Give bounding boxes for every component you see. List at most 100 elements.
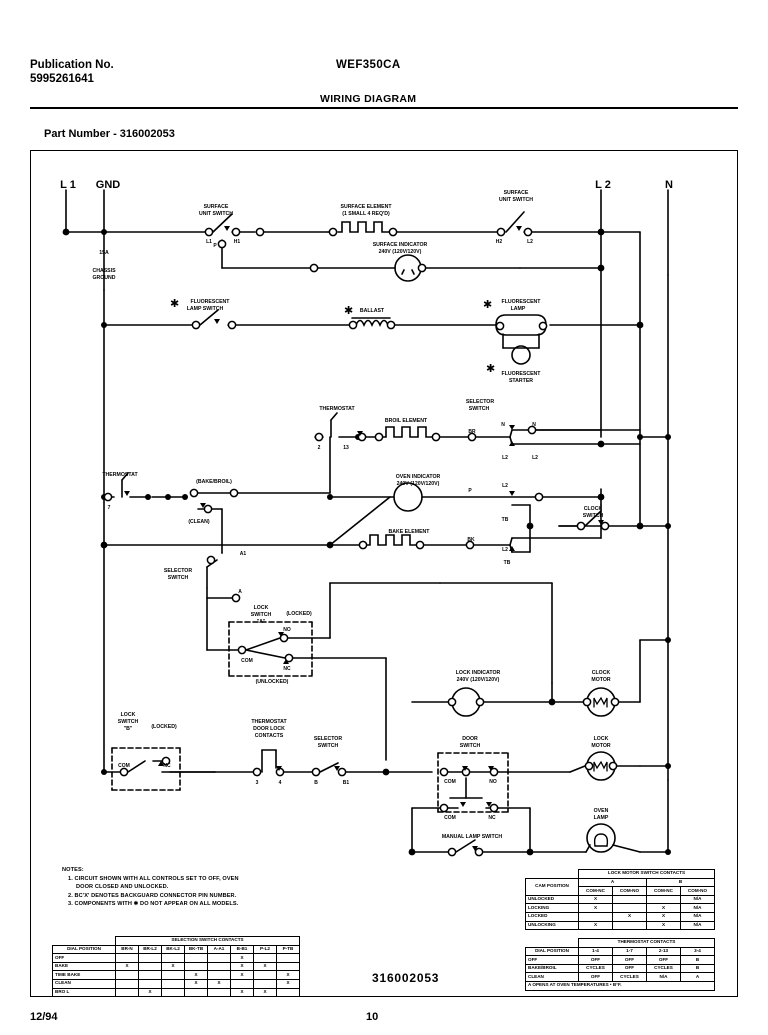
terminal-circles xyxy=(103,227,620,857)
cell: CYCLES xyxy=(612,972,647,982)
row-label: OFF xyxy=(52,953,116,963)
cell: X xyxy=(276,970,300,980)
lock-switch-a-unlocked: (UNLOCKED) xyxy=(256,679,289,685)
lock-switch-a-l3: "A" xyxy=(257,619,266,625)
note-1: 1. CIRCUIT SHOWN WITH ALL CONTROLS SET T… xyxy=(68,875,239,882)
pin-door-no: NO xyxy=(489,779,497,785)
thermostat-lower-label: THERMOSTAT xyxy=(102,472,138,478)
col-bk-tb: BK-TB xyxy=(184,944,208,955)
pin-b: B xyxy=(314,780,318,786)
bake-broil-label: (BAKE/BROIL) xyxy=(196,479,232,485)
table-row: BRO L X X X xyxy=(52,987,300,998)
cell xyxy=(207,970,231,980)
diagram-number: 316002053 xyxy=(372,971,440,985)
cell: OFF xyxy=(646,955,681,965)
svg-text:✱: ✱ xyxy=(483,298,492,311)
fluorescent-starter-l1: FLUORESCENT xyxy=(502,371,542,377)
cell: B xyxy=(680,955,715,965)
row-label: LOCKING xyxy=(525,903,579,913)
pin-4: 4 xyxy=(279,780,282,786)
junction-dots xyxy=(62,228,671,856)
fluorescent-lamp-l2: LAMP xyxy=(511,306,526,312)
thermostat-contacts-table: THERMOSTAT CONTACTS DIAL POSITION 1-4 1-… xyxy=(525,938,715,991)
pin-nc: NC xyxy=(283,666,291,672)
cell: X xyxy=(646,920,681,931)
notes-title: NOTES: xyxy=(62,867,84,873)
row-label: BRO L xyxy=(52,987,116,998)
cell: OFF xyxy=(578,955,613,965)
diagram-frame xyxy=(30,150,738,997)
door-switch-l1: DOOR xyxy=(462,736,478,742)
pin-l2-d: L2 xyxy=(502,547,508,553)
cell xyxy=(138,970,162,980)
cell xyxy=(138,961,162,972)
pin-3: 3 xyxy=(256,780,259,786)
lock-switch-a-locked: (LOCKED) xyxy=(286,611,312,617)
lock-motor-l2: MOTOR xyxy=(591,743,610,749)
cell: X xyxy=(184,970,208,980)
cell xyxy=(276,987,300,998)
lock-indicator-l1: LOCK INDICATOR xyxy=(456,670,501,676)
lock-group-a: A xyxy=(578,877,647,888)
surface-unit-switch-left-l2: UNIT SWITCH xyxy=(199,211,233,217)
table-row: TIME BAKE X X X xyxy=(52,970,300,980)
pin-lockb-nc: NC xyxy=(163,763,171,769)
clock-switch-l2: SWITCH xyxy=(583,513,604,519)
ground-amp: 15A xyxy=(99,250,109,256)
cell xyxy=(253,978,277,989)
cell xyxy=(161,953,185,963)
note-3: 3. COMPONENTS WITH ✱ DO NOT APPEAR ON AL… xyxy=(68,901,239,908)
cell xyxy=(253,970,277,980)
col-1-4: 1-4 xyxy=(578,946,613,957)
surface-element-l1: SURFACE ELEMENT xyxy=(340,204,392,210)
pin-2: 2 xyxy=(318,445,321,451)
col-3-4: 3-4 xyxy=(680,946,715,957)
svg-text:✱: ✱ xyxy=(486,362,495,375)
lock-switch-b-l1: LOCK xyxy=(121,712,136,718)
cell: X xyxy=(230,987,254,998)
table-row: CLEAN X X X xyxy=(52,978,300,989)
manual-lamp-switch-label: MANUAL LAMP SWITCH xyxy=(442,834,503,840)
lock-switch-b-locked: (LOCKED) xyxy=(151,724,177,730)
pin-door-com2: COM xyxy=(444,815,456,821)
cell: X xyxy=(276,978,300,989)
lock-switch-a-l2: SWITCH xyxy=(251,612,272,618)
cell: X xyxy=(578,894,613,905)
cell: X xyxy=(184,978,208,989)
col-1-7: 1-7 xyxy=(612,946,647,957)
cell xyxy=(276,961,300,972)
pin-bk: BK xyxy=(467,537,475,543)
svg-text:✱: ✱ xyxy=(344,304,353,317)
cell: N/A xyxy=(680,903,715,913)
cell: OFF xyxy=(612,955,647,965)
row-label: TIME BAKE xyxy=(52,970,116,980)
clock-motor-l2: MOTOR xyxy=(591,677,610,683)
oven-lamp-l2: LAMP xyxy=(594,815,609,821)
cell: N/A xyxy=(680,894,715,905)
pin-l1: L1 xyxy=(206,239,212,245)
pin-13: 13 xyxy=(343,445,349,451)
lock-switch-b-l2: SWITCH xyxy=(118,719,139,725)
pin-l2-a: L2 xyxy=(502,455,508,461)
lock-group-b: B xyxy=(646,877,715,888)
svg-text:✱: ✱ xyxy=(170,297,179,310)
selector-switch-lower-l1: SELECTOR xyxy=(314,736,342,742)
cell: CYCLES xyxy=(578,963,613,974)
col-b-b1: B-B1 xyxy=(230,944,254,955)
pin-p: P xyxy=(213,243,217,249)
cell xyxy=(138,953,162,963)
model-number: WEF350CA xyxy=(336,59,401,71)
selector-switch-upper-l1: SELECTOR xyxy=(466,399,494,405)
chassis-label-2: GROUND xyxy=(92,275,115,281)
fluorescent-lamp-switch-l1: FLUORESCENT xyxy=(191,299,231,305)
cell: X xyxy=(646,903,681,913)
publication-block: Publication No. 5995261641 xyxy=(30,58,114,86)
fluorescent-lamp-l1: FLUORESCENT xyxy=(502,299,542,305)
cell xyxy=(612,920,647,931)
cell xyxy=(230,978,254,989)
cell xyxy=(276,953,300,963)
oven-indicator-l1: OVEN INDICATOR xyxy=(396,474,441,480)
col-p-tb: P-TB xyxy=(276,944,300,955)
selection-table-corner: DIAL POSITION xyxy=(52,944,116,955)
